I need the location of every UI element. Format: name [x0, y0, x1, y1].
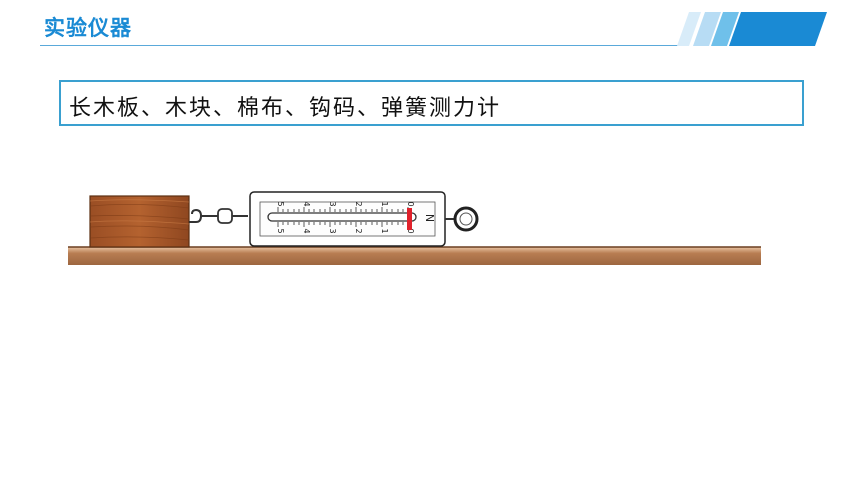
scale-ring: [445, 206, 479, 232]
long-board: [68, 246, 761, 265]
scale-label-bottom-0: 0: [406, 228, 415, 233]
title-underline: [40, 45, 680, 46]
wooden-block: [89, 195, 190, 248]
header-decoration: [677, 12, 827, 46]
spring-scale: 5 4 3 2 1 0 5 4 3 2 1 0 N: [249, 191, 446, 247]
scale-label-top-5: 5: [276, 201, 285, 206]
scale-label-bottom-2: 2: [354, 228, 363, 233]
scale-label-top-4: 4: [302, 201, 311, 206]
scale-label-bottom-3: 3: [328, 228, 337, 233]
scale-label-bottom-5: 5: [276, 228, 285, 233]
scale-label-top-1: 1: [380, 201, 389, 206]
apparatus-list: 长木板、木块、棉布、钩码、弹簧测力计: [69, 96, 502, 121]
scale-label-bottom-4: 4: [302, 228, 311, 233]
apparatus-box: 长木板、木块、棉布、钩码、弹簧测力计: [59, 80, 804, 126]
scale-unit: N: [423, 214, 436, 222]
experiment-illustration: 5 4 3 2 1 0 5 4 3 2 1 0 N: [68, 191, 761, 265]
scale-label-top-3: 3: [328, 201, 337, 206]
hook: [189, 208, 248, 224]
page-title: 实验仪器: [44, 16, 132, 40]
scale-label-bottom-1: 1: [380, 228, 389, 233]
scale-label-top-0: 0: [406, 201, 415, 206]
scale-indicator: [407, 208, 412, 230]
scale-label-top-2: 2: [354, 201, 363, 206]
